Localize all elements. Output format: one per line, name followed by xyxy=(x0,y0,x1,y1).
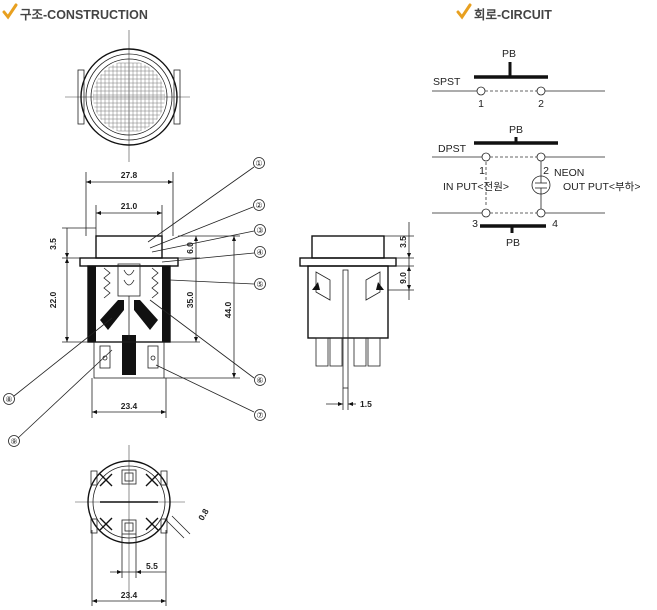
dim-height-top: 3.5 xyxy=(48,238,58,250)
dim-side-mid: 9.0 xyxy=(398,272,408,284)
callout-3: ③ xyxy=(254,224,266,236)
dim-side-pin: 1.5 xyxy=(360,399,372,409)
dim-height-body: 22.0 xyxy=(48,291,58,308)
bottom-view: 0.8 5.5 23.4 xyxy=(75,445,211,606)
circuit-header: 회로-CIRCUIT xyxy=(456,3,552,22)
svg-text:⑥: ⑥ xyxy=(256,376,263,385)
dim-inner-width: 21.0 xyxy=(121,201,138,211)
spst-pb-label: PB xyxy=(502,48,516,60)
spst-terminal-2: 2 xyxy=(538,98,544,110)
check-icon xyxy=(2,3,18,20)
dpst-pb-top-label: PB xyxy=(509,124,523,136)
dim-base-pin-thick: 0.8 xyxy=(196,507,211,522)
dpst-label: DPST xyxy=(438,143,467,155)
dim-base-pin-gap: 5.5 xyxy=(146,561,158,571)
front-section-view: 27.8 21.0 xyxy=(3,157,266,447)
lens-grid xyxy=(93,62,165,132)
svg-text:⑨: ⑨ xyxy=(10,437,17,446)
side-view: 1.5 3.5 9.0 xyxy=(299,222,414,410)
callout-8: ⑧ xyxy=(3,393,15,405)
dim-depth-a: 6.0 xyxy=(185,242,195,254)
svg-text:①: ① xyxy=(255,159,262,168)
svg-text:②: ② xyxy=(255,201,262,210)
callout-6: ⑥ xyxy=(254,374,266,386)
dim-base-width: 23.4 xyxy=(121,590,138,600)
dim-front-width: 27.8 xyxy=(121,170,138,180)
dim-depth-b: 35.0 xyxy=(185,291,195,308)
callout-1: ① xyxy=(253,157,265,169)
dpst-circuit: PB DPST 1 2 NEON IN PUT<전원> OUT PUT<부하> … xyxy=(432,124,640,249)
callout-7: ⑦ xyxy=(254,409,266,421)
callout-5: ⑤ xyxy=(254,278,266,290)
svg-text:⑦: ⑦ xyxy=(256,411,263,420)
dim-bottom-width: 23.4 xyxy=(121,401,138,411)
callout-9: ⑨ xyxy=(8,435,20,447)
top-view xyxy=(65,30,190,162)
svg-text:⑤: ⑤ xyxy=(256,280,263,289)
output-label: OUT PUT<부하> xyxy=(563,180,640,193)
check-icon xyxy=(456,3,472,20)
dpst-terminal-3: 3 xyxy=(472,218,478,230)
dpst-terminal-1: 1 xyxy=(479,165,485,177)
construction-header: 구조-CONSTRUCTION xyxy=(2,3,148,22)
spst-circuit: PB SPST 1 2 xyxy=(432,48,605,110)
svg-text:④: ④ xyxy=(256,248,263,257)
dim-side-top: 3.5 xyxy=(398,236,408,248)
callout-4: ④ xyxy=(254,246,266,258)
dpst-terminal-4: 4 xyxy=(552,218,558,230)
spst-label: SPST xyxy=(433,76,461,88)
circuit-title: 회로-CIRCUIT xyxy=(474,7,552,22)
neon-label: NEON xyxy=(554,167,584,179)
svg-text:③: ③ xyxy=(256,226,263,235)
construction-title: 구조-CONSTRUCTION xyxy=(20,8,148,22)
dpst-pb-bottom-label: PB xyxy=(506,237,520,249)
input-label: IN PUT<전원> xyxy=(443,181,509,193)
svg-text:⑧: ⑧ xyxy=(5,395,12,404)
dpst-terminal-2: 2 xyxy=(543,165,549,177)
spst-terminal-1: 1 xyxy=(478,98,484,110)
callout-2: ② xyxy=(253,199,265,211)
dim-depth-c: 44.0 xyxy=(223,301,233,318)
